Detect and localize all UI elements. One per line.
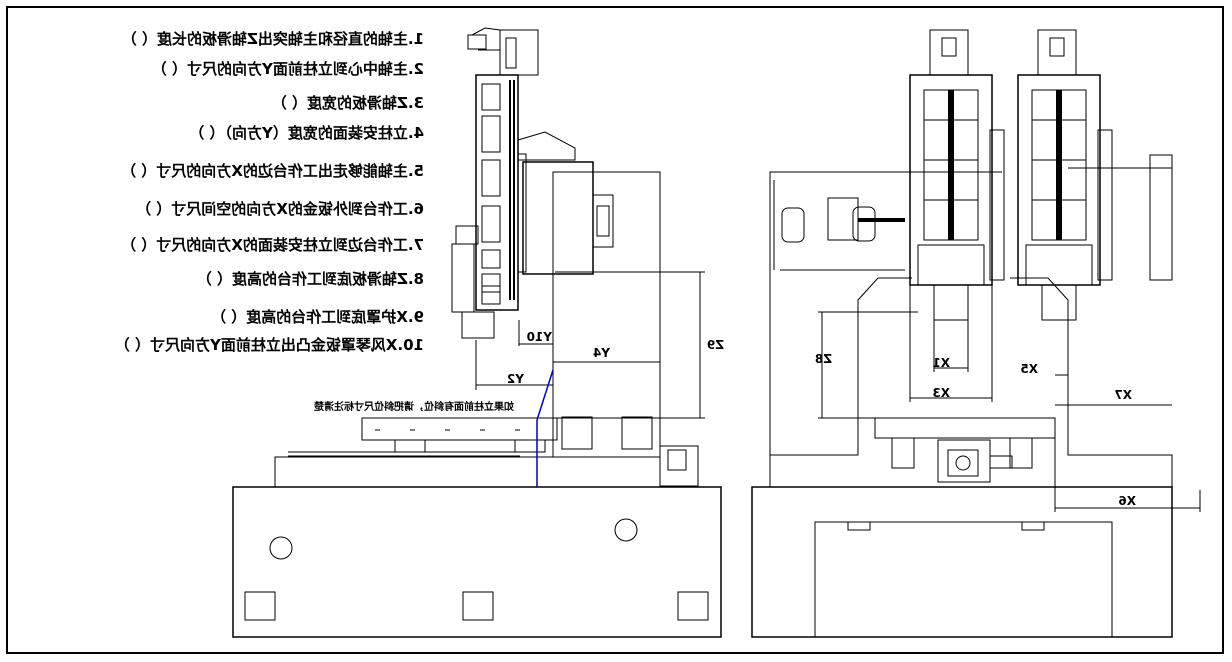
- left-saddle: [275, 457, 660, 487]
- worktable: [362, 418, 557, 440]
- front-worktable: [875, 418, 1055, 438]
- column: [553, 172, 660, 457]
- spindle-nose: [462, 312, 494, 338]
- spindle-head-body: [523, 162, 593, 274]
- drawing-border: [6, 6, 1224, 654]
- right-base: [752, 487, 1172, 637]
- spindle-motor: [500, 30, 538, 75]
- left-base-slot-3: [678, 592, 708, 620]
- left-base-slot-2: [463, 592, 493, 620]
- z-slide: [476, 75, 518, 310]
- left-view: [233, 28, 721, 637]
- y-motor: [660, 446, 698, 486]
- left-base-hole-2: [615, 519, 637, 541]
- left-base: [233, 487, 721, 637]
- left-base-hole-1: [270, 537, 292, 559]
- right-view: [752, 30, 1200, 637]
- left-base-slot-1: [245, 592, 275, 620]
